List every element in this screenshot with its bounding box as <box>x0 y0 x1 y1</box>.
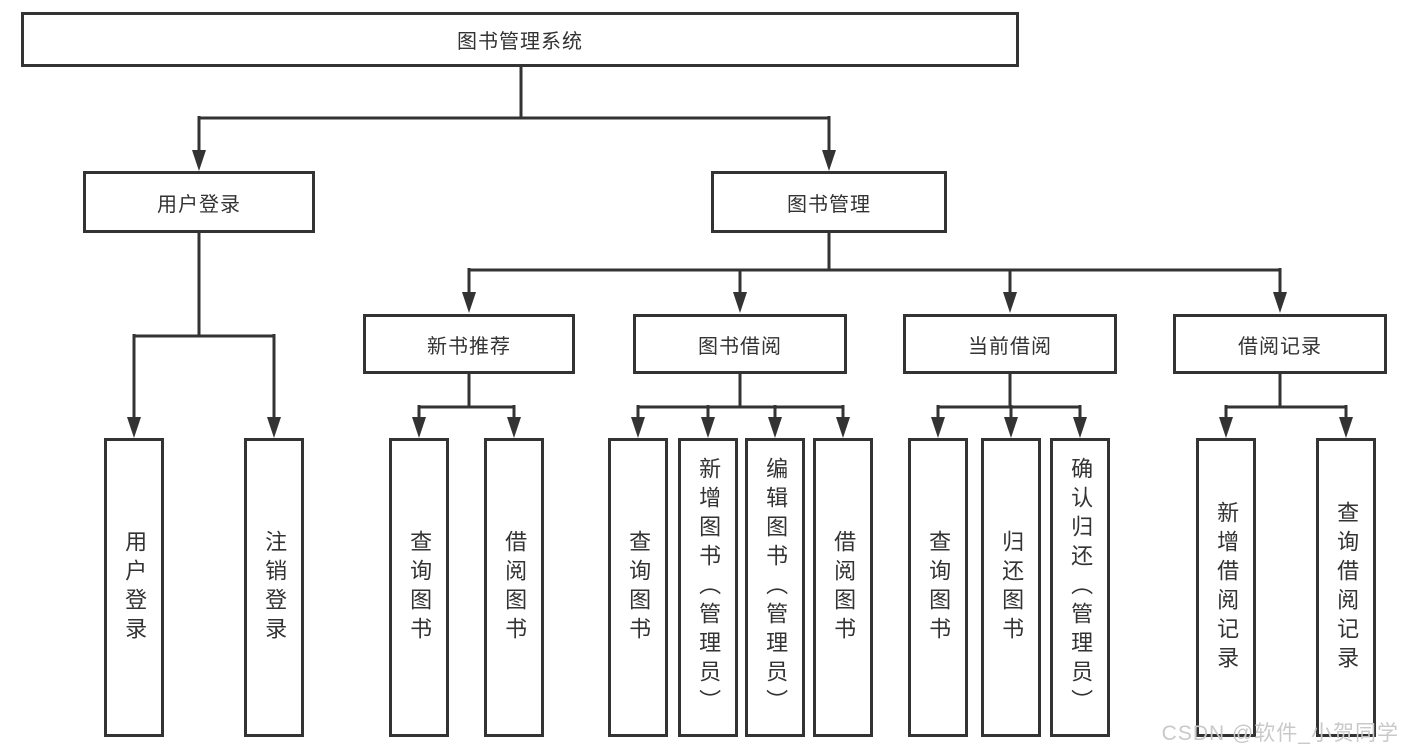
leaf-query-books-recommend-label: 查询图书 <box>407 529 433 646</box>
leaf-add-borrow-record: 新增借阅记录 <box>1196 438 1256 737</box>
node-user-login-label: 用户登录 <box>157 193 241 216</box>
node-user-login: 用户登录 <box>83 171 315 233</box>
watermark: CSDN @软件_小贺同学 <box>1161 722 1399 745</box>
arrowhead-down <box>1003 292 1017 313</box>
leaf-query-borrow-record: 查询借阅记录 <box>1316 438 1376 737</box>
leaf-user-login-label: 用户登录 <box>122 529 148 646</box>
node-book-management: 图书管理 <box>711 171 947 233</box>
node-borrow-records: 借阅记录 <box>1173 314 1387 374</box>
node-root: 图书管理系统 <box>21 12 1019 67</box>
node-book-borrow: 图书借阅 <box>633 314 847 374</box>
leaf-add-borrow-record-label: 新增借阅记录 <box>1214 500 1240 675</box>
leaf-confirm-return-admin-label: 确认归还（管理员） <box>1068 457 1094 718</box>
arrowhead-down <box>768 417 782 438</box>
leaf-return-books-label: 归还图书 <box>999 529 1025 646</box>
node-new-book-recommend-label: 新书推荐 <box>427 335 511 358</box>
node-current-borrow: 当前借阅 <box>903 314 1117 374</box>
leaf-edit-books-admin: 编辑图书（管理员） <box>745 438 805 737</box>
arrowhead-down <box>631 417 645 438</box>
leaf-query-borrow-record-label: 查询借阅记录 <box>1334 500 1360 675</box>
leaf-borrow-books-recommend: 借阅图书 <box>484 438 544 737</box>
leaf-borrow-books-recommend-label: 借阅图书 <box>502 529 528 646</box>
leaf-return-books: 归还图书 <box>981 438 1041 737</box>
arrowhead-down <box>1073 417 1087 438</box>
arrowhead-down <box>1273 292 1287 313</box>
arrowhead-down <box>267 417 281 438</box>
leaf-query-books-current-label: 查询图书 <box>926 529 952 646</box>
leaf-add-books-admin-label: 新增图书（管理员） <box>696 457 722 718</box>
node-book-management-label: 图书管理 <box>787 193 871 216</box>
arrowhead-down <box>836 417 850 438</box>
arrowhead-down <box>931 417 945 438</box>
leaf-user-login: 用户登录 <box>104 438 164 737</box>
arrowhead-down <box>127 417 141 438</box>
leaf-confirm-return-admin: 确认归还（管理员） <box>1050 438 1110 737</box>
node-borrow-records-label: 借阅记录 <box>1238 335 1322 358</box>
leaf-borrow-books: 借阅图书 <box>813 438 873 737</box>
arrowhead-down <box>701 417 715 438</box>
arrowhead-down <box>1219 417 1233 438</box>
leaf-logout: 注销登录 <box>244 438 304 737</box>
leaf-query-books-borrow: 查询图书 <box>608 438 668 737</box>
leaf-add-books-admin: 新增图书（管理员） <box>678 438 738 737</box>
node-root-label: 图书管理系统 <box>457 31 583 53</box>
arrowhead-down <box>822 150 836 171</box>
arrowhead-down <box>412 417 426 438</box>
leaf-query-books-recommend: 查询图书 <box>389 438 449 737</box>
node-current-borrow-label: 当前借阅 <box>968 335 1052 358</box>
leaf-query-books-current: 查询图书 <box>908 438 968 737</box>
arrowhead-down <box>733 292 747 313</box>
arrowhead-down <box>1004 417 1018 438</box>
leaf-logout-label: 注销登录 <box>262 529 288 646</box>
arrowhead-down <box>462 292 476 313</box>
arrowhead-down <box>1339 417 1353 438</box>
node-book-borrow-label: 图书借阅 <box>698 335 782 358</box>
arrowhead-down <box>507 417 521 438</box>
arrowhead-down <box>192 150 206 171</box>
node-new-book-recommend: 新书推荐 <box>363 314 575 374</box>
leaf-borrow-books-label: 借阅图书 <box>831 529 857 646</box>
leaf-edit-books-admin-label: 编辑图书（管理员） <box>763 457 789 718</box>
leaf-query-books-borrow-label: 查询图书 <box>626 529 652 646</box>
